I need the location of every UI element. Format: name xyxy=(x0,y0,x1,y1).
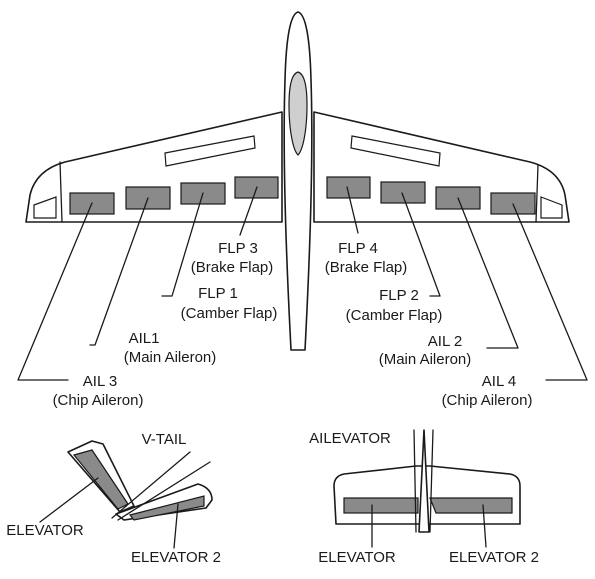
flp4-label-line1: FLP 4 xyxy=(338,240,378,257)
vtail-elevator2-label: ELEVATOR 2 xyxy=(131,549,221,566)
ail1-leader xyxy=(89,197,149,346)
vtail-elevator2-leader xyxy=(173,503,179,549)
vtail-boom-b xyxy=(117,461,211,521)
ailevator-elevator-right xyxy=(429,497,513,514)
flp3-leader xyxy=(239,186,258,236)
ailevator-diagram: AILEVATOR ELEVATOR ELEVATOR 2 xyxy=(309,429,539,566)
vtail-elevator-lower xyxy=(128,495,205,521)
vtail-elevator-leader xyxy=(39,477,99,523)
v-tail-diagram: V-TAIL ELEVATOR ELEVATOR 2 xyxy=(6,431,221,566)
flp4-surface xyxy=(326,176,371,199)
flp1-leader xyxy=(161,192,204,297)
ail4-leader xyxy=(512,203,588,381)
ailevator-elevator-left xyxy=(343,497,419,514)
vtail-elevator-label: ELEVATOR xyxy=(6,522,84,539)
ailevator-elevator2-label: ELEVATOR 2 xyxy=(449,549,539,566)
flp2-surface xyxy=(380,181,426,204)
flp4-leader xyxy=(346,186,359,234)
vtail-title: V-TAIL xyxy=(142,431,187,448)
ail3-leader xyxy=(17,202,93,381)
ail4-label-line2: (Chip Aileron) xyxy=(442,392,533,409)
ail1-label-line2: (Main Aileron) xyxy=(124,349,217,366)
ail3-label-line2: (Chip Aileron) xyxy=(53,392,144,409)
ailevator-elevator-label: ELEVATOR xyxy=(318,549,396,566)
ailevator-fin xyxy=(418,429,430,533)
ailevator-title: AILEVATOR xyxy=(309,430,391,447)
right-winglet xyxy=(540,196,563,219)
ail2-label-line1: AIL 2 xyxy=(428,333,462,350)
flp4-label-line2: (Brake Flap) xyxy=(325,259,408,276)
main-aircraft: FLP 3 (Brake Flap) FLP 4 (Brake Flap) FL… xyxy=(17,11,588,409)
left-wingtip xyxy=(59,161,63,223)
vtail-boom-a xyxy=(111,451,191,519)
flp2-label-line1: FLP 2 xyxy=(379,287,419,304)
ailevator-fin-line-right xyxy=(429,429,434,533)
ailevator-fin-line-left xyxy=(413,429,417,533)
ail2-label-line2: (Main Aileron) xyxy=(379,351,472,368)
left-spoiler xyxy=(164,135,256,167)
flp3-label-line2: (Brake Flap) xyxy=(191,259,274,276)
flp1-label-line2: (Camber Flap) xyxy=(181,305,278,322)
fuselage xyxy=(283,11,313,351)
right-spoiler xyxy=(350,135,441,167)
flp3-label-line1: FLP 3 xyxy=(218,240,258,257)
left-winglet xyxy=(33,196,57,219)
ail2-leader xyxy=(457,197,519,349)
vtail-fin-lower xyxy=(115,483,213,521)
flp2-leader xyxy=(401,192,441,297)
right-wingtip xyxy=(535,164,539,223)
ailevator-elevator2-leader xyxy=(482,504,487,548)
canopy xyxy=(288,71,308,156)
ail3-label-line1: AIL 3 xyxy=(83,373,117,390)
flp2-label-line2: (Camber Flap) xyxy=(346,307,443,324)
flp1-label-line1: FLP 1 xyxy=(198,285,238,302)
ail1-label-line1: AIL1 xyxy=(129,330,160,347)
ail4-label-line1: AIL 4 xyxy=(482,373,516,390)
